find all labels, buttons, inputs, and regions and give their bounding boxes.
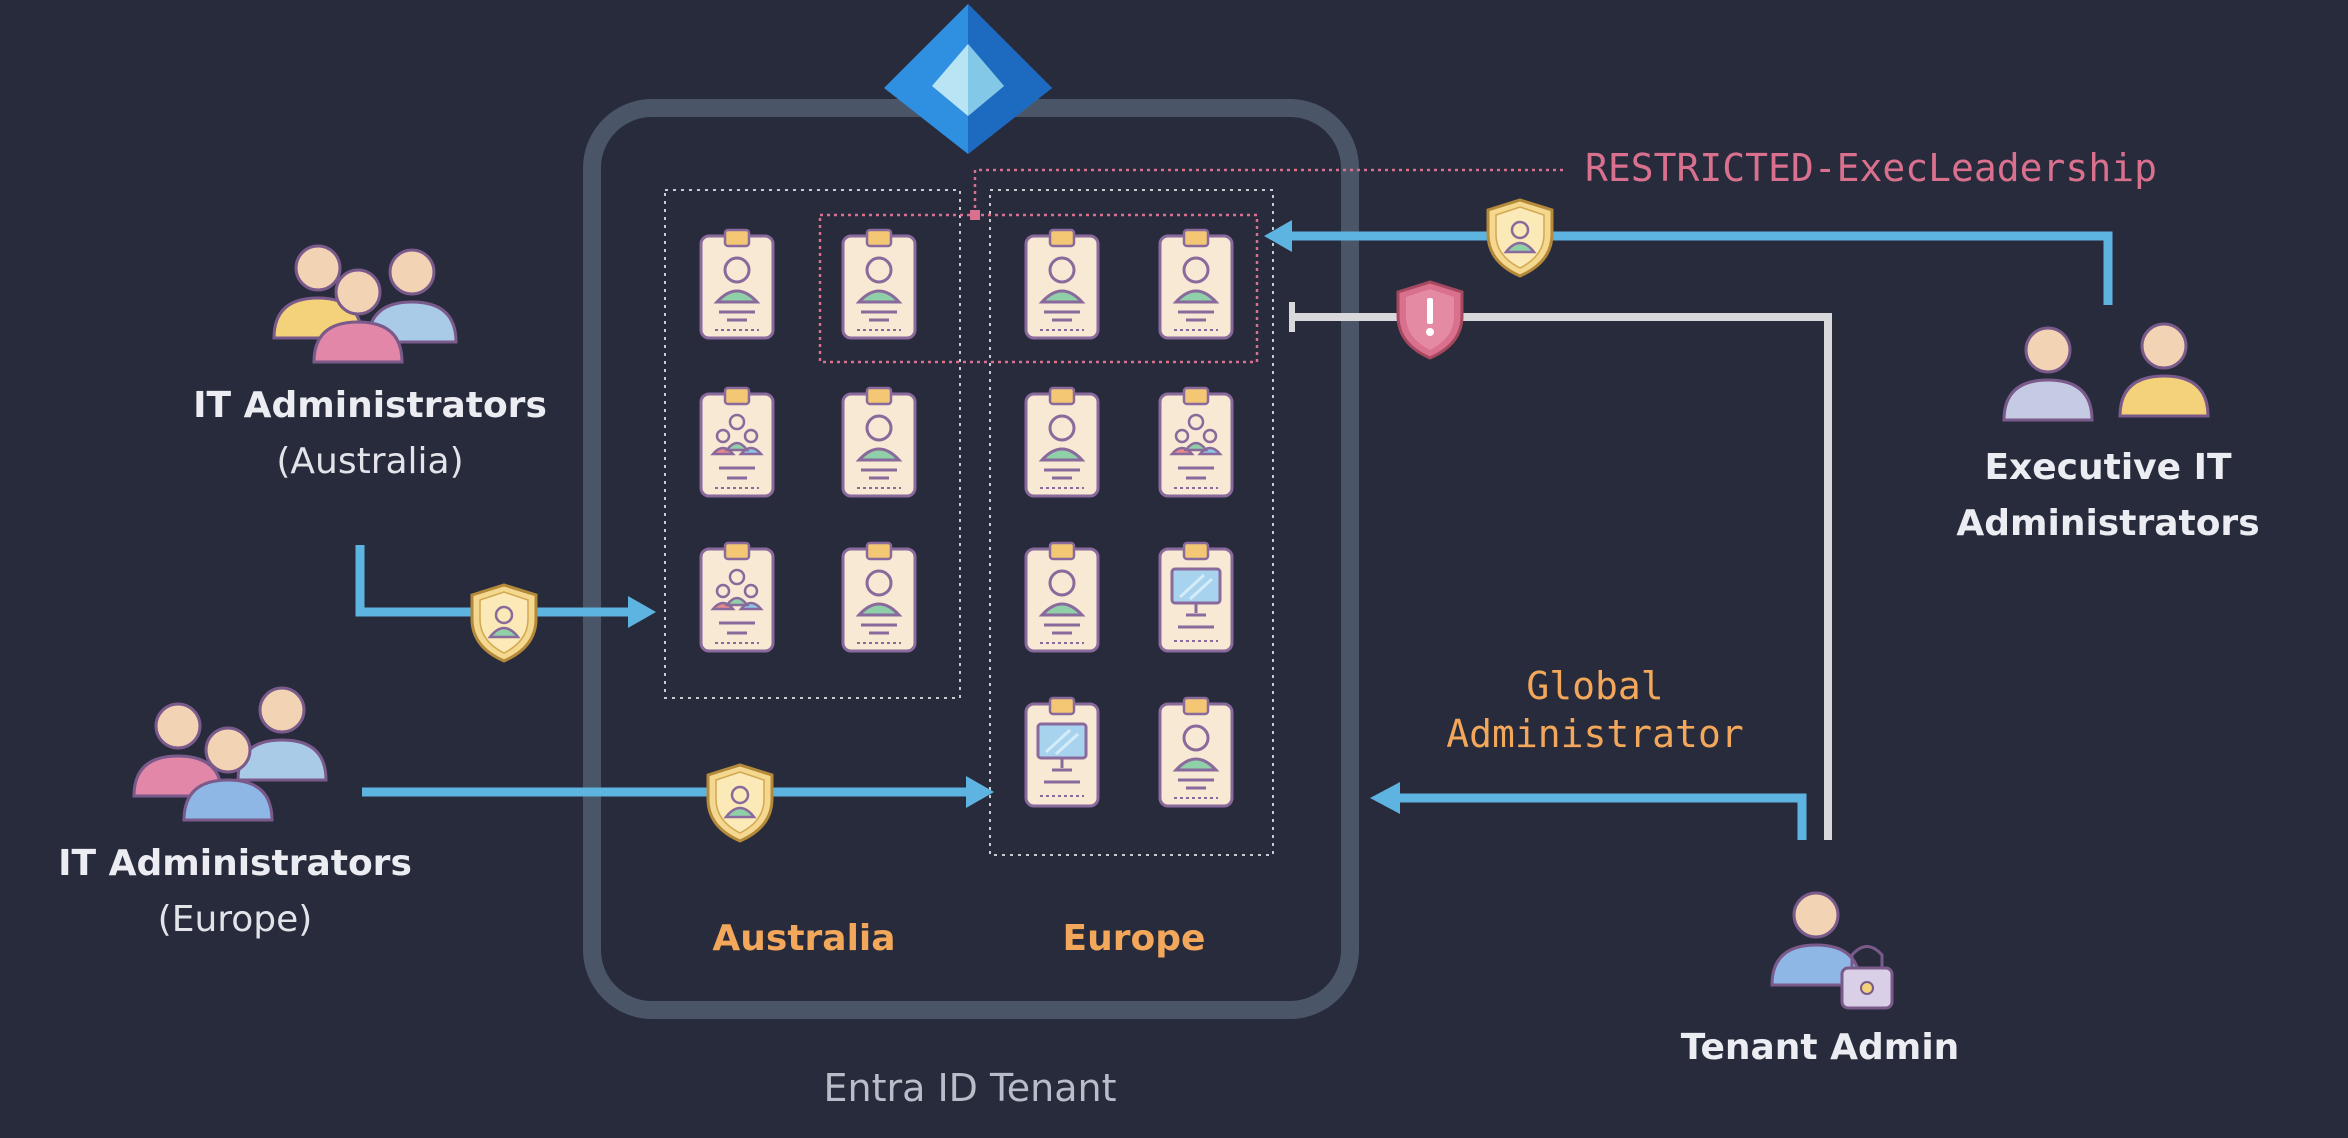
- exec-it-admins-line1: Executive IT: [1984, 447, 2232, 488]
- user-badge-icon[interactable]: [1024, 228, 1100, 340]
- tenant-admin-label: Tenant Admin: [1620, 1020, 2020, 1076]
- admin-unit-europe-box: [989, 189, 1274, 856]
- it-admins-australia-label: IT Administrators (Australia): [150, 378, 590, 490]
- device-badge-icon[interactable]: [1158, 541, 1234, 653]
- user-badge-icon[interactable]: [699, 228, 775, 340]
- it-admins-australia-line2: (Australia): [276, 441, 464, 482]
- arrowhead-europe: [966, 776, 994, 808]
- it-admins-australia-icon: [272, 244, 458, 364]
- role-shield-icon: [1486, 198, 1554, 278]
- blocked-path-tenant-admin: [1292, 313, 1832, 840]
- user-badge-icon[interactable]: [1024, 541, 1100, 653]
- role-shield-icon: [706, 763, 774, 843]
- arrowhead-australia: [628, 596, 656, 628]
- entra-logo-icon: [884, 4, 1052, 154]
- it-admins-europe-icon: [132, 686, 328, 822]
- global-admin-line1: Global: [1526, 664, 1664, 708]
- it-admins-europe-label: IT Administrators (Europe): [20, 836, 450, 948]
- arrow-exec-admins: [1290, 231, 2113, 305]
- user-badge-icon[interactable]: [1158, 228, 1234, 340]
- it-admins-europe-line1: IT Administrators: [58, 843, 412, 884]
- restricted-unit-anchor: [970, 210, 980, 220]
- role-shield-icon: [470, 583, 538, 663]
- admin-unit-europe-label: Europe: [1062, 918, 1206, 959]
- user-badge-icon[interactable]: [1024, 386, 1100, 498]
- restricted-unit-label: RESTRICTED-ExecLeadership: [1585, 146, 2157, 190]
- tenant-label: Entra ID Tenant: [823, 1066, 1117, 1110]
- device-badge-icon[interactable]: [1024, 696, 1100, 808]
- group-badge-icon[interactable]: [699, 541, 775, 653]
- admin-unit-australia-label: Australia: [712, 918, 896, 959]
- user-badge-icon[interactable]: [841, 386, 917, 498]
- restricted-unit-leader: [973, 168, 1565, 215]
- tenant-admin-text: Tenant Admin: [1680, 1027, 1960, 1068]
- admin-unit-australia-box: [664, 189, 961, 699]
- arrow-global-admin: [1398, 793, 1807, 840]
- tenant-admin-icon: [1770, 891, 1894, 1010]
- arrow-australia-admins: [355, 545, 630, 617]
- blocked-shield-icon: [1396, 280, 1464, 360]
- arrowhead-global: [1370, 782, 1400, 814]
- exec-it-admins-icon: [2002, 322, 2210, 422]
- arrowhead-exec: [1264, 220, 1292, 252]
- global-admin-label: Global Administrator: [1400, 662, 1790, 758]
- group-badge-icon[interactable]: [1158, 386, 1234, 498]
- global-admin-line2: Administrator: [1446, 712, 1744, 756]
- exec-it-admins-label: Executive IT Administrators: [1908, 440, 2308, 552]
- group-badge-icon[interactable]: [699, 386, 775, 498]
- it-admins-australia-line1: IT Administrators: [193, 385, 547, 426]
- user-badge-icon[interactable]: [841, 541, 917, 653]
- user-badge-icon[interactable]: [841, 228, 917, 340]
- exec-it-admins-line2: Administrators: [1956, 503, 2260, 544]
- it-admins-europe-line2: (Europe): [157, 899, 313, 940]
- restricted-unit-box: [818, 213, 1259, 364]
- user-badge-icon[interactable]: [1158, 696, 1234, 808]
